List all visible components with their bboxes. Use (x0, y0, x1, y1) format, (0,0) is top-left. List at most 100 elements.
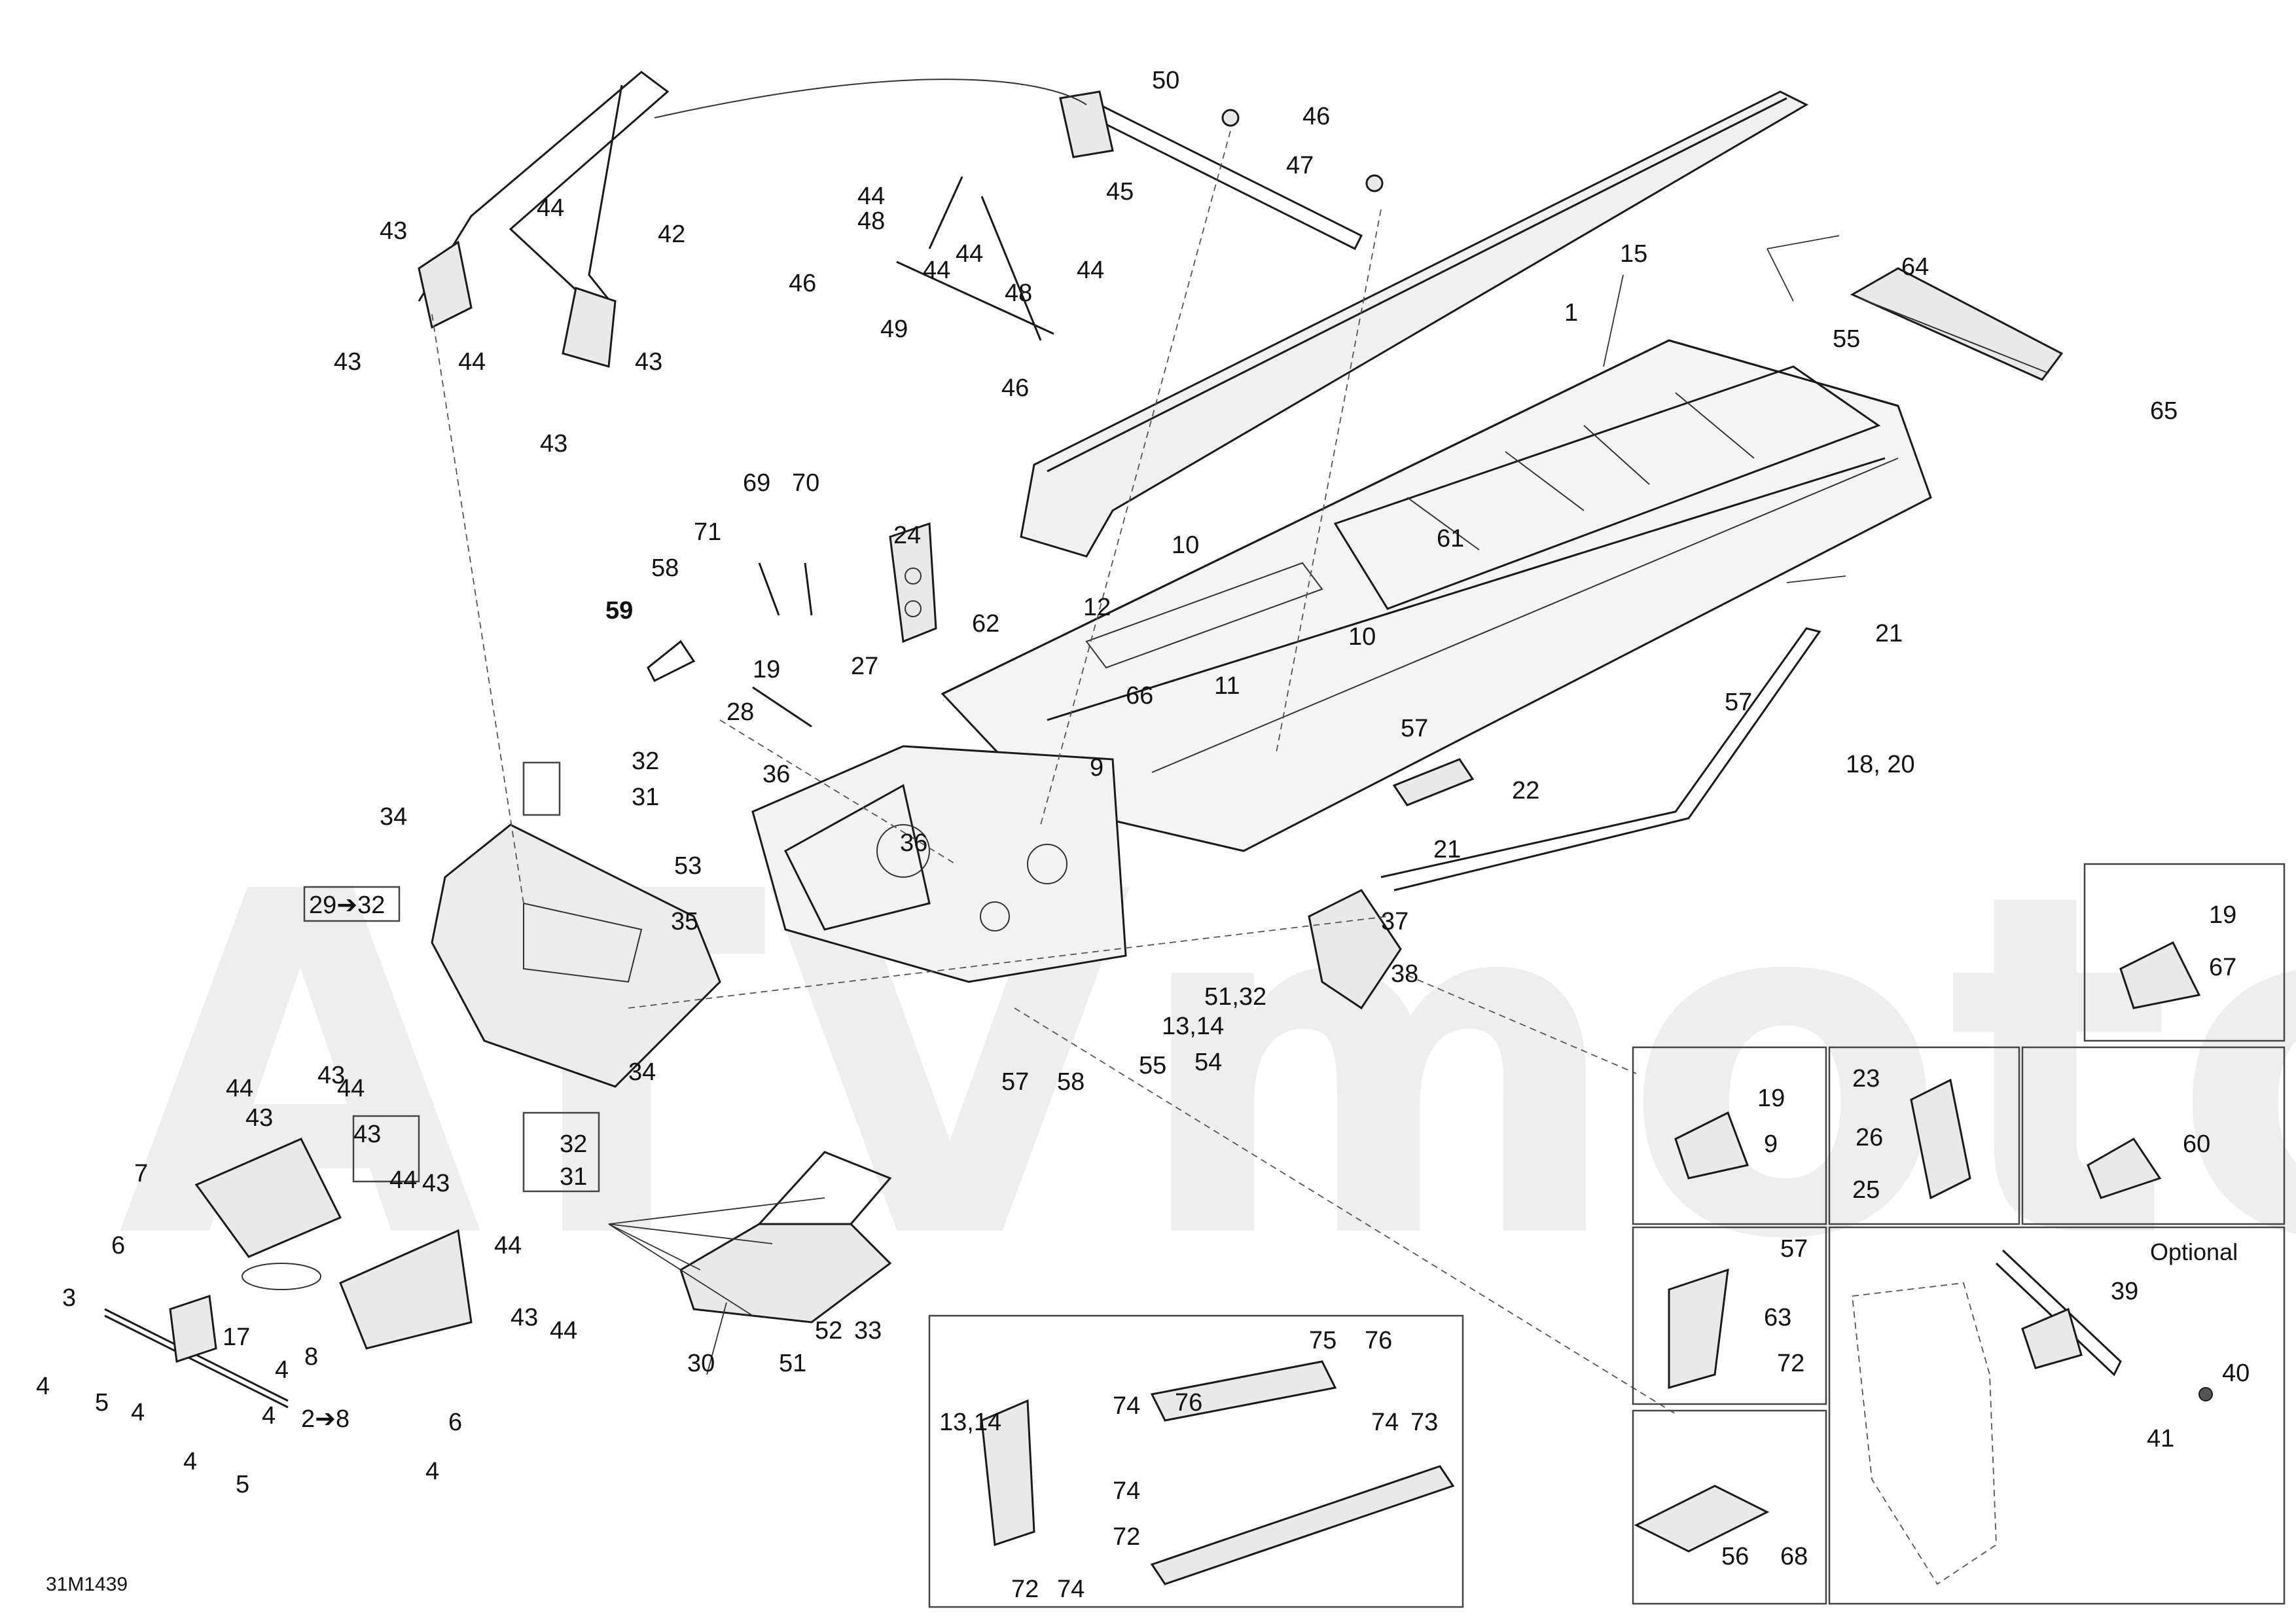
callout-c34b: 34 (628, 1058, 656, 1086)
callout-c66: 66 (1126, 682, 1153, 710)
callout-c46a: 46 (1302, 103, 1330, 130)
leader-lines (431, 79, 1846, 1415)
suspension-frame (679, 1151, 892, 1324)
callout-c48a: 48 (857, 208, 885, 235)
callout-c5a: 5 (95, 1389, 109, 1416)
callout-c44d: 44 (956, 240, 983, 268)
callout-c46c: 46 (1001, 374, 1029, 402)
callout-c62: 62 (972, 610, 999, 638)
callout-c49: 49 (880, 316, 908, 343)
rear-bracket (1308, 889, 1402, 1010)
callout-c74b: 74 (1113, 1477, 1140, 1505)
callout-c27: 27 (851, 653, 878, 680)
callout-c39: 39 (2111, 1278, 2138, 1305)
callout-c67: 67 (2209, 954, 2236, 981)
callout-c19a: 19 (753, 656, 780, 683)
callout-c43d: 43 (540, 430, 567, 458)
callout-c43a: 43 (380, 217, 407, 245)
callout-c4b: 4 (131, 1399, 145, 1426)
callout-c4c: 4 (183, 1448, 197, 1475)
callout-c19b: 19 (2209, 901, 2236, 929)
callout-c71: 71 (694, 518, 721, 546)
callout-c3: 3 (62, 1284, 76, 1312)
callout-c76a: 76 (1175, 1389, 1202, 1416)
callout-c53: 53 (674, 852, 702, 880)
callout-box-31-32-upper (522, 761, 561, 816)
callout-c43h: 43 (422, 1170, 450, 1197)
callout-c55a: 55 (1833, 325, 1860, 353)
callout-c30: 30 (687, 1350, 715, 1377)
callout-c74c: 74 (1371, 1409, 1399, 1436)
inset-23-26 (1828, 1046, 2020, 1225)
callout-c43g: 43 (353, 1121, 381, 1148)
callout-c34a: 34 (380, 803, 407, 831)
callout-c1: 1 (1564, 299, 1578, 327)
inset-57-63-72 (1632, 1226, 1827, 1405)
callout-c61: 61 (1437, 525, 1464, 552)
inset-19-67 (2083, 863, 2286, 1042)
callout-c51: 51 (779, 1350, 806, 1377)
inset-optional (1828, 1226, 2286, 1605)
callout-c22: 22 (1512, 777, 1539, 804)
callout-c72c: 72 (1011, 1576, 1039, 1603)
callout-c21a: 21 (1875, 620, 1903, 647)
callout-c58b: 58 (1057, 1068, 1085, 1096)
callout-c72b: 72 (1113, 1523, 1140, 1551)
callout-c54: 54 (1194, 1049, 1222, 1076)
lower-frames (104, 1138, 473, 1409)
drawing-code: 31M1439 (46, 1574, 128, 1595)
callout-c57b: 57 (1725, 689, 1752, 716)
callout-c4e: 4 (425, 1458, 439, 1485)
inset-60 (2021, 1046, 2286, 1225)
callout-c32a: 32 (632, 748, 659, 775)
callout-c37: 37 (1381, 908, 1408, 935)
callout-c44k: 44 (550, 1317, 577, 1344)
callout-c46b: 46 (789, 270, 816, 297)
callout-c59: 59 (605, 597, 633, 624)
callout-c11: 11 (1214, 672, 1240, 700)
callout-c36b: 36 (900, 829, 927, 857)
callout-c6b: 6 (448, 1409, 462, 1436)
callout-c38: 38 (1391, 960, 1418, 988)
callout-box-43-44 (352, 1115, 420, 1183)
front-frame (751, 745, 1127, 983)
callout-c6a: 6 (111, 1232, 125, 1259)
callout-c17: 17 (223, 1324, 250, 1351)
callout-c10b: 10 (1348, 623, 1376, 651)
callout-c65: 65 (2150, 397, 2178, 425)
callout-c43f: 43 (317, 1062, 345, 1089)
callout-c2: 2➔8 (301, 1405, 350, 1433)
callout-c56: 56 (1721, 1543, 1749, 1570)
callout-c24: 24 (893, 522, 921, 549)
callout-c40: 40 (2222, 1360, 2250, 1387)
callout-c19c: 19 (1757, 1085, 1785, 1112)
inset-19-9 (1632, 1046, 1827, 1225)
callout-c1314a: 13,14 (1162, 1013, 1224, 1040)
callout-c32b: 32 (560, 1130, 587, 1158)
callout-c44j: 44 (494, 1232, 522, 1259)
callout-labels: 1 2➔8 3 4 4 4 4 4 4 5 5 6 6 7 8 9 9 10 1… (36, 67, 2250, 1603)
callout-c23: 23 (1852, 1065, 1880, 1092)
callout-c15: 15 (1620, 240, 1647, 268)
callout-c25: 25 (1852, 1176, 1880, 1204)
callout-c50: 50 (1152, 67, 1179, 94)
callout-c31b: 31 (560, 1163, 587, 1191)
callout-c57a: 57 (1401, 715, 1428, 742)
callout-c4a: 4 (36, 1373, 50, 1400)
callout-c55b: 55 (1139, 1052, 1166, 1079)
callout-c26: 26 (1856, 1124, 1883, 1151)
inset-56-68 (1632, 1409, 1827, 1605)
callout-c47: 47 (1286, 152, 1314, 179)
callout-c36a: 36 (762, 761, 790, 788)
inset-optional-parts (928, 1314, 1464, 1608)
callout-c44g: 44 (226, 1075, 253, 1102)
callout-c45: 45 (1106, 178, 1134, 206)
callout-c4f: 4 (262, 1402, 276, 1430)
callout-c63: 63 (1764, 1304, 1791, 1331)
callout-c74a: 74 (1113, 1392, 1140, 1420)
callout-c75: 75 (1309, 1327, 1336, 1354)
callout-c35: 35 (671, 908, 698, 935)
rear-bumper (1850, 267, 2064, 381)
callout-c42: 42 (658, 221, 685, 248)
